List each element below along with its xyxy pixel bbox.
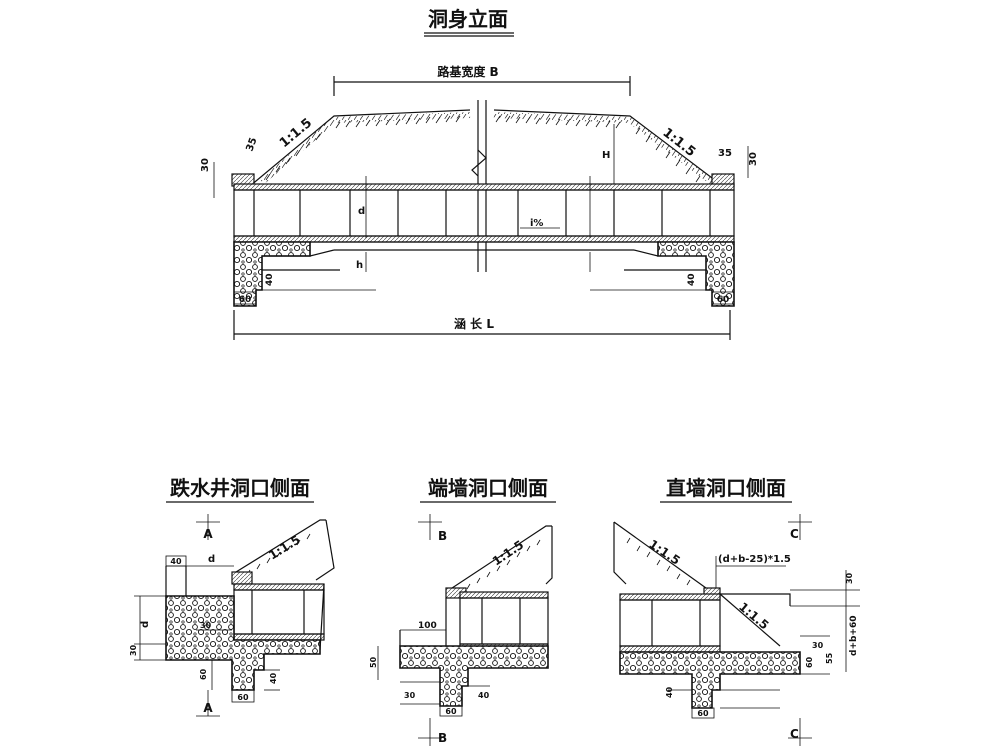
main-elevation-view: 洞身立面 路基宽度 B 1:1.5 1:1.5 (200, 7, 759, 340)
straight-wall-dim-d-b-60: d+b+60 (849, 616, 859, 657)
straight-wall-section-top: C (790, 527, 799, 541)
end-wall-dim-40: 40 (478, 691, 490, 700)
end-wall-section-top: B (438, 529, 447, 543)
dim-60-left: 60 (239, 295, 252, 305)
straight-wall-section-bottom: C (790, 727, 799, 741)
dim-30-left: 30 (200, 158, 211, 172)
drop-well-dim-60-h: 60 (237, 693, 249, 702)
end-wall-view: 端墙洞口侧面 B B 1:1.5 100 50 30 40 60 (369, 476, 556, 746)
straight-wall-formula: (d+b-25)*1.5 (718, 554, 791, 565)
drop-well-slope: 1:1.5 (266, 532, 303, 562)
embankment-outline (249, 100, 721, 272)
end-wall-dim-50: 50 (369, 656, 378, 668)
base-foundation: 40 40 60 60 (233, 241, 735, 307)
main-title: 洞身立面 (428, 7, 508, 31)
straight-wall-dim-60: 60 (805, 656, 814, 668)
drop-well-dim-40-bottom: 40 (269, 672, 278, 684)
straight-wall-dim-60-bottom: 60 (697, 709, 709, 718)
subgrade-width-label: 路基宽度 B (437, 64, 498, 79)
straight-wall-slope-top: 1:1.5 (646, 537, 682, 568)
drop-well-dim-40: 40 (170, 557, 182, 566)
dim-30-right: 30 (748, 152, 759, 166)
straight-wall-dim-55: 55 (825, 652, 834, 664)
drop-well-title: 跌水井洞口侧面 (170, 476, 310, 500)
straight-wall-dim-30-top: 30 (845, 572, 854, 584)
straight-wall-slope-wing: 1:1.5 (736, 600, 771, 633)
straight-wall-dim-30-mid: 30 (812, 641, 824, 650)
straight-wall-title: 直墙洞口侧面 (666, 476, 786, 500)
end-wall-dim-30: 30 (404, 691, 416, 700)
dim-35-right: 35 (718, 148, 732, 159)
main-slope-left: 1:1.5 (277, 116, 315, 151)
straight-wall-view: 直墙洞口侧面 C C 1:1.5 (d+b-25)*1.5 1:1.5 30 d… (613, 476, 860, 746)
end-wall-section-bottom: B (438, 731, 447, 745)
drop-well-dim-d-side: d (140, 621, 151, 628)
pipe-d-label: d (358, 206, 365, 217)
drop-well-dim-30-inner: 30 (200, 621, 212, 630)
culvert-length-label: 涵 长 L (454, 316, 494, 331)
end-wall-dim-100: 100 (418, 621, 437, 631)
dim-60-right: 60 (717, 295, 730, 305)
drop-well-dim-30-side: 30 (129, 644, 138, 656)
end-wall-title: 端墙洞口侧面 (428, 476, 548, 500)
drop-well-section-top: A (203, 527, 213, 541)
wall-h-label: h (356, 260, 363, 271)
grade-label: i% (530, 218, 543, 229)
drop-well-section-bottom: A (203, 701, 213, 715)
drop-well-view: 跌水井洞口侧面 A A 1:1.5 40 d d 30 30 60 (129, 476, 335, 717)
subgrade-width-dimension: 路基宽度 B (333, 64, 631, 96)
straight-wall-dim-40: 40 (665, 686, 674, 698)
drop-well-dim-d-top: d (208, 554, 215, 565)
culvert-length-dimension: 涵 长 L (233, 310, 731, 340)
dim-40-right: 40 (687, 273, 697, 286)
dim-35-left: 35 (244, 136, 259, 153)
pipe-body: d i% h (233, 176, 735, 272)
drop-well-dim-60-v: 60 (199, 668, 208, 680)
fill-height-label: H (602, 150, 610, 161)
end-wall-dim-60: 60 (445, 707, 457, 716)
dim-40-left: 40 (265, 273, 275, 286)
